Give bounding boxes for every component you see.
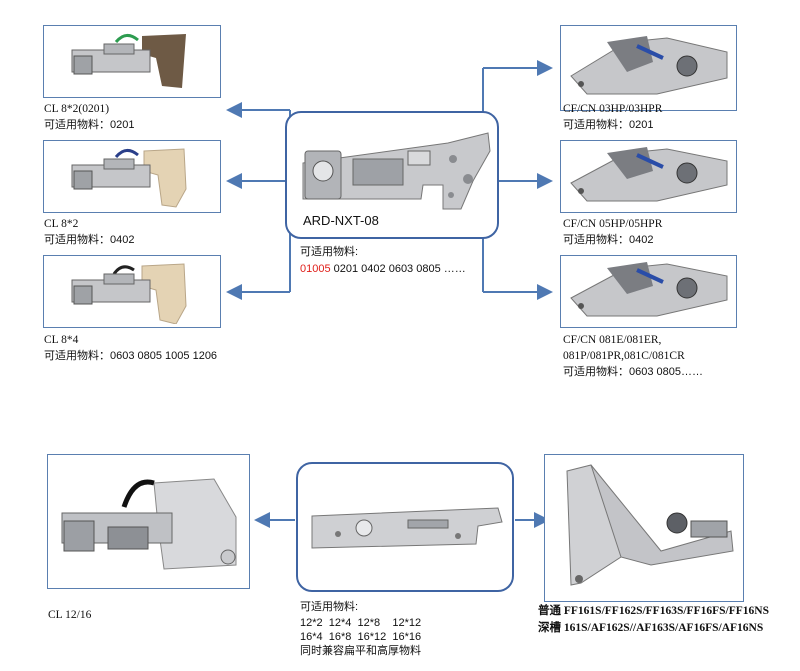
ff16-image-box bbox=[544, 454, 744, 602]
cl84-image-box bbox=[43, 255, 221, 328]
cfcn03-image-box bbox=[560, 25, 737, 111]
ff16-row2: 深槽 161S/AF162S//AF163S/AF16FS/AF16NS bbox=[538, 621, 763, 635]
cl84-applicable: 可适用物料：0603 0805 1005 1206 bbox=[44, 349, 217, 363]
cfcn03-applicable: 可适用物料：0201 bbox=[563, 118, 653, 132]
center-applicable-label: 可适用物料: bbox=[300, 245, 358, 259]
cfcn081-image-box bbox=[560, 255, 737, 328]
cl1216-feeder-image bbox=[54, 465, 244, 581]
center-feeder-box: ARD-NXT-08 bbox=[285, 111, 499, 239]
bottom-compat-note: 同时兼容扁平和高厚物料 bbox=[300, 644, 421, 658]
cl84-feeder-image bbox=[64, 260, 204, 324]
cl82-applicable: 可适用物料：0402 bbox=[44, 233, 134, 247]
cl82-0201-name: CL 8*2(0201) bbox=[44, 102, 109, 116]
cfcn03-name: CF/CN 03HP/03HPR bbox=[563, 102, 662, 116]
bottom-center-feeder-image bbox=[308, 486, 508, 566]
ff16-row2-models: 161S/AF162S//AF163S/AF16FS/AF16NS bbox=[564, 622, 763, 634]
bottom-sizes-row2: 16*4 16*8 16*12 16*16 bbox=[300, 630, 421, 644]
nxt-feeder-image bbox=[293, 121, 493, 211]
cl1216-image-box bbox=[47, 454, 250, 589]
center-model-name: ARD-NXT-08 bbox=[303, 214, 379, 228]
cfcn03-feeder-image bbox=[567, 32, 731, 106]
ff16-row1-models: FF161S/FF162S/FF163S/FF16FS/FF16NS bbox=[564, 605, 769, 617]
cl82-0201-applicable: 可适用物料：0201 bbox=[44, 118, 134, 132]
cfcn05-feeder-image bbox=[567, 143, 731, 211]
ff16-row2-prefix: 深槽 bbox=[538, 622, 561, 634]
cfcn081-name-line2: 081P/081PR,081C/081CR bbox=[563, 349, 685, 363]
cfcn081-name-line1: CF/CN 081E/081ER, bbox=[563, 333, 661, 347]
cfcn05-image-box bbox=[560, 140, 737, 213]
cfcn081-applicable: 可适用物料：0603 0805…… bbox=[563, 365, 703, 379]
bottom-applicable-label: 可适用物料: bbox=[300, 600, 358, 614]
cl82-image-box bbox=[43, 140, 221, 213]
cfcn05-applicable: 可适用物料：0402 bbox=[563, 233, 653, 247]
ff16-feeder-image bbox=[551, 461, 741, 597]
cl82-0201-feeder-image bbox=[64, 30, 204, 94]
bottom-sizes-row1: 12*2 12*4 12*8 12*12 bbox=[300, 616, 421, 630]
center-size-rest: 0201 0402 0603 0805 …… bbox=[331, 263, 466, 275]
cl82-name: CL 8*2 bbox=[44, 217, 78, 231]
bottom-center-feeder-box bbox=[296, 462, 514, 592]
cl1216-name: CL 12/16 bbox=[48, 608, 91, 622]
ff16-row1: 普通 FF161S/FF162S/FF163S/FF16FS/FF16NS bbox=[538, 604, 769, 618]
cl82-feeder-image bbox=[64, 145, 204, 209]
cfcn05-name: CF/CN 05HP/05HPR bbox=[563, 217, 662, 231]
cfcn081-feeder-image bbox=[567, 258, 731, 326]
cl84-name: CL 8*4 bbox=[44, 333, 78, 347]
center-sizes: 01005 0201 0402 0603 0805 …… bbox=[300, 262, 466, 276]
center-size-01005: 01005 bbox=[300, 263, 331, 275]
cl82-0201-image-box bbox=[43, 25, 221, 98]
ff16-row1-prefix: 普通 bbox=[538, 605, 561, 617]
